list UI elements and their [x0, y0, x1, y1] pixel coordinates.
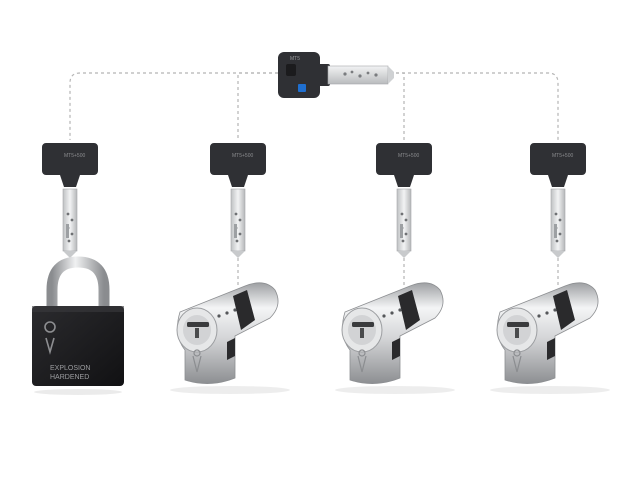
connector-lines	[69, 72, 559, 288]
connector-line-1	[69, 72, 278, 140]
connector-line-3	[390, 72, 405, 140]
key-brand-text: MT5+500	[552, 153, 573, 159]
cylinder-locks	[170, 282, 610, 394]
key-brand-text: MT5+500	[64, 153, 85, 159]
key-icon: MT5+500	[530, 143, 586, 258]
connector-line-4	[390, 72, 559, 140]
key-icon: MT5+500	[42, 143, 98, 258]
master-key-brand: MT5	[290, 56, 300, 62]
padlock-engraving-line-1: EXPLOSION	[50, 365, 90, 372]
cylinder-lock-icon	[490, 282, 610, 394]
padlock-icon: EXPLOSION HARDENED	[32, 256, 124, 395]
connector-line-2	[237, 72, 278, 140]
child-keys: MT5+500 MT5+500 MT5+500 MT5+500	[42, 143, 586, 258]
key-icon: MT5+500	[376, 143, 432, 258]
key-brand-text: MT5+500	[398, 153, 419, 159]
key-brand-text: MT5+500	[232, 153, 253, 159]
master-key-icon: MT5	[278, 52, 394, 98]
cylinder-lock-icon	[170, 282, 290, 394]
padlock-engraving-line-2: HARDENED	[50, 374, 89, 381]
cylinder-lock-icon	[335, 282, 455, 394]
key-icon: MT5+500	[210, 143, 266, 258]
